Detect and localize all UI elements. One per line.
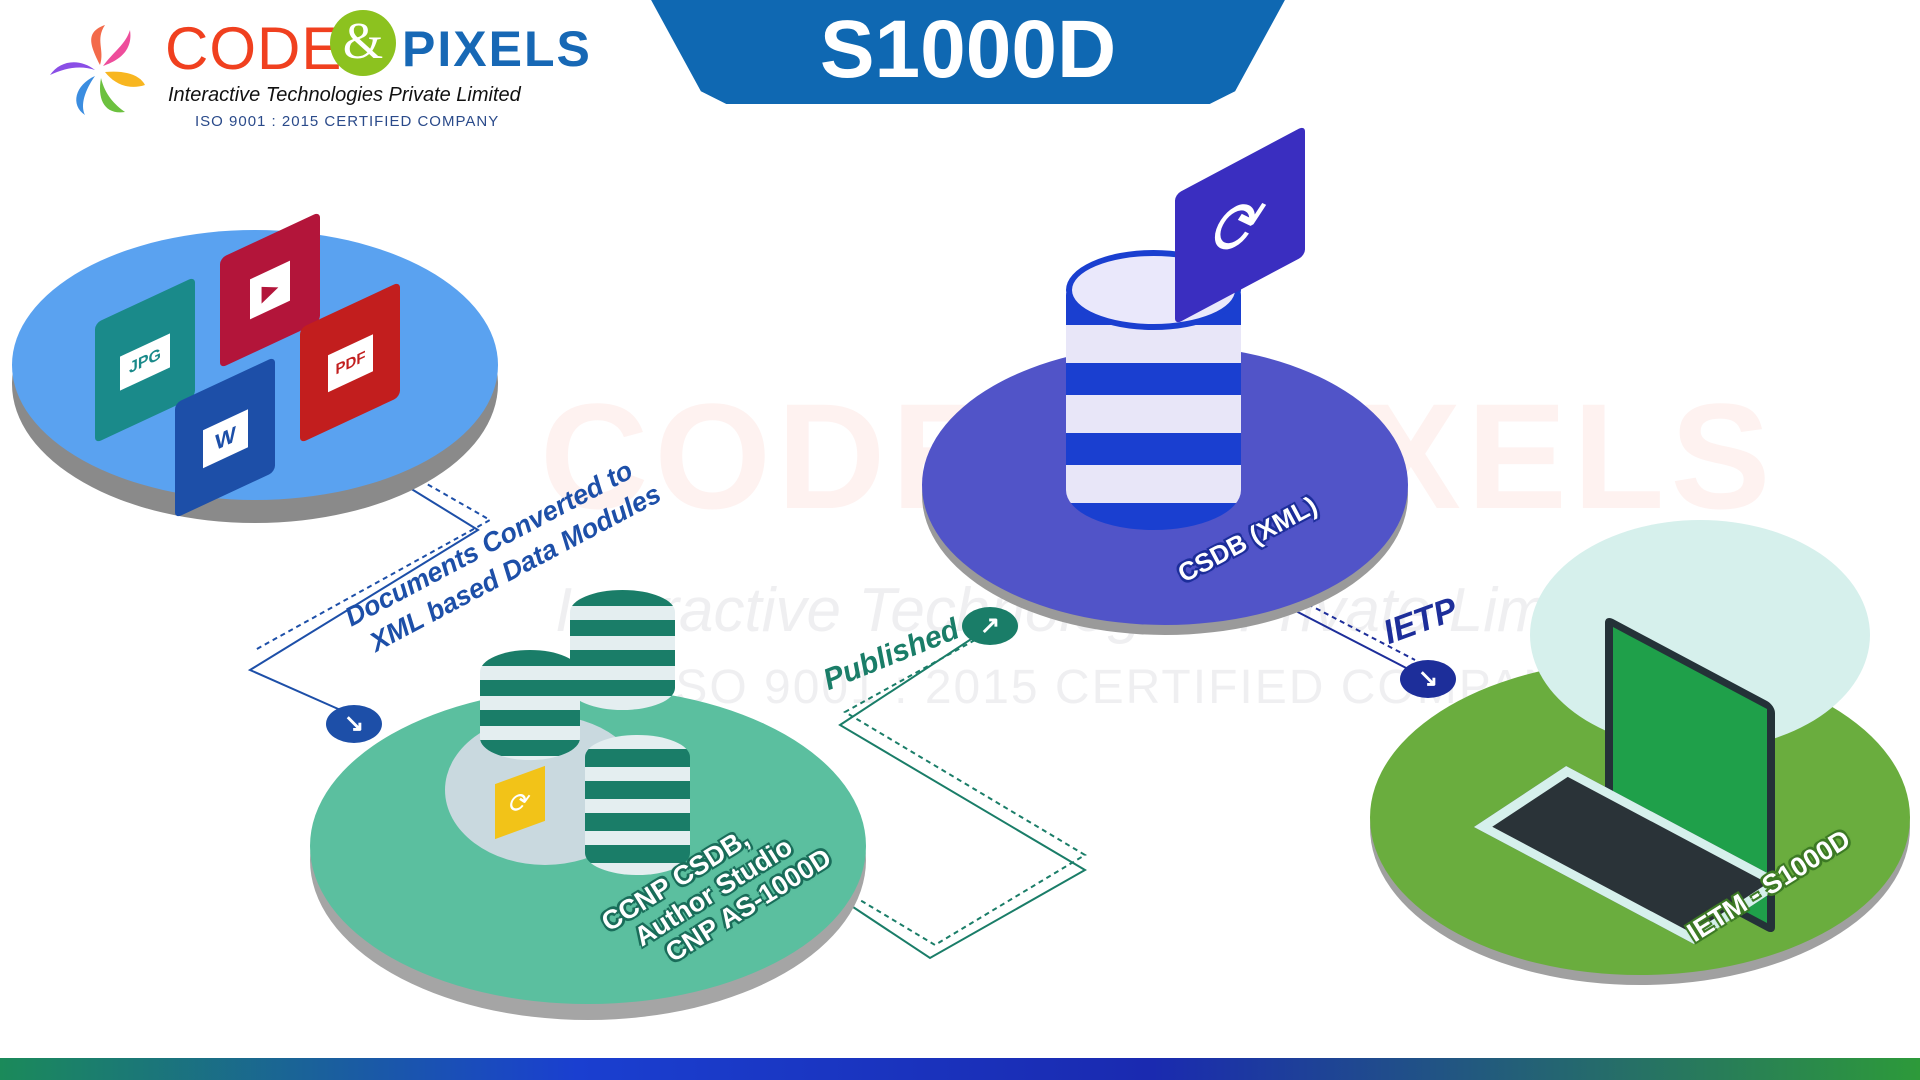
logo-certification: ISO 9001 : 2015 CERTIFIED COMPANY xyxy=(195,113,500,130)
ietp-connector xyxy=(1289,607,1411,671)
word-label: W xyxy=(203,409,248,469)
title-banner xyxy=(650,0,1286,104)
convert-arrow-icon: ↘ xyxy=(326,705,382,743)
logo-code-text: CODE xyxy=(165,15,343,82)
ietp-connector-dashed xyxy=(1299,599,1416,661)
play-icon: ▶ xyxy=(250,260,290,320)
publish-connector xyxy=(838,629,1087,960)
published-arrow-icon: ↗ xyxy=(962,607,1018,645)
jpg-label: JPG xyxy=(120,333,170,391)
ietp-arrow-icon: ↘ xyxy=(1400,660,1456,698)
database-stack-icon xyxy=(585,735,690,875)
bottom-gradient-strip xyxy=(0,1058,1920,1080)
convert-connector xyxy=(247,484,480,713)
logo-pixels-text: PIXELS xyxy=(402,21,592,77)
page-title: S1000D xyxy=(819,4,1117,95)
logo-ampersand: & xyxy=(330,10,396,76)
publish-connector-dashed xyxy=(842,639,1087,947)
logo xyxy=(40,15,550,135)
logo-tagline: Interactive Technologies Private Limited xyxy=(168,84,521,106)
database-stack-icon xyxy=(480,650,580,760)
pdf-label: PDF xyxy=(328,334,373,393)
pinwheel-logo-icon xyxy=(50,25,145,115)
database-stack-icon xyxy=(570,590,675,710)
